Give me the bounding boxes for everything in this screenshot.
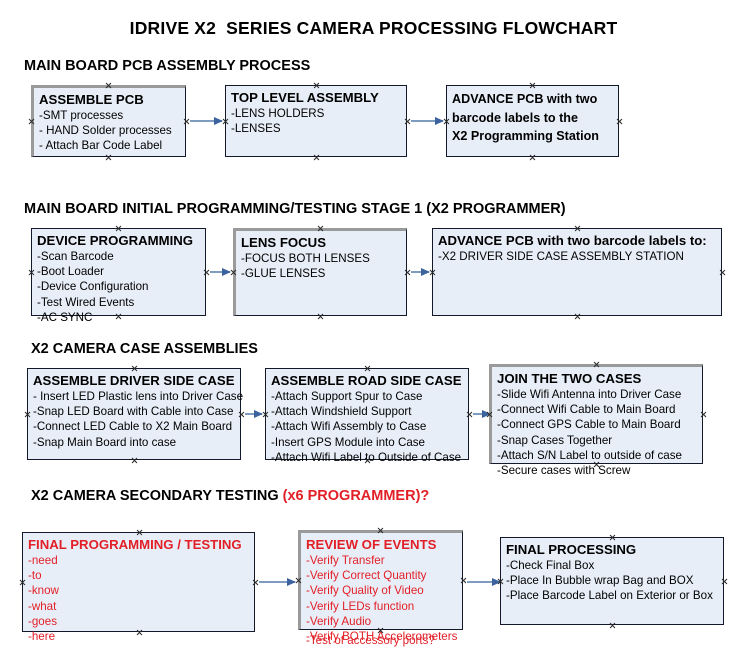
node-title: ADVANCE PCB with two barcode labels to: [438,233,707,248]
node-item: -Attach Support Spur to Case [271,390,423,403]
arrow-connector [259,577,296,586]
node-item: -Insert GPS Module into Case [271,435,426,449]
node-item: -Scan Barcode [37,250,114,263]
node-item: -Secure cases with Screw [497,464,631,478]
section-heading-x2-camera-case-assemblies: X2 CAMERA CASE ASSEMBLIES [31,341,258,357]
node-final-processing[interactable]: FINAL PROCESSING -Check Final Box -Place… [500,537,724,625]
arrow-connector [411,267,430,276]
node-item: -know [28,584,59,598]
node-title: FINAL PROGRAMMING / TESTING [28,537,242,552]
arrow-connector [245,409,263,418]
arrow-connector [467,577,501,586]
node-item: - Attach Bar Code Label [39,139,163,153]
node-overflow-item: -Test of accessory ports? [306,634,435,647]
node-title: REVIEW OF EVENTS [306,537,437,552]
node-title: ADVANCE PCB with two [452,92,598,106]
node-title: TOP LEVEL ASSEMBLY [231,90,379,105]
node-title: ASSEMBLE PCB [39,92,144,107]
node-item: -Device Configuration [37,280,149,294]
node-item: -Verify BOTH Accelerometers [306,630,458,644]
node-item: - Insert LED Plastic lens into Driver Ca… [33,390,244,403]
node-item: -Verify Audio [306,614,372,628]
node-item: -goes [28,614,58,628]
node-item: -LENSES [231,122,281,136]
node-title: ASSEMBLE ROAD SIDE CASE [271,373,462,388]
node-item: -Verify Correct Quantity [306,569,427,583]
node-item: -Verify LEDs function [306,599,415,613]
node-item: -to [28,569,42,583]
node-item: -Attach S/N Label to outside of case [497,448,682,462]
node-item: -Verify Quality of Video [306,584,424,598]
node-advance-pcb-to-programming-station[interactable]: ADVANCE PCB with two barcode labels to t… [446,85,619,157]
node-item: -Attach Windshield Support [271,405,412,419]
arrow-connector [411,116,444,125]
node-item: -Place Barcode Label on Exterior or Box [506,589,713,603]
section-heading-x2-camera-secondary-testing: X2 CAMERA SECONDARY TESTING (x6 PROGRAMM… [31,488,429,504]
node-item: -Check Final Box [506,559,595,572]
node-final-programming-testing[interactable]: FINAL PROGRAMMING / TESTING -need -to -k… [22,532,255,643]
section-heading-text: MAIN BOARD INITIAL PROGRAMMING/TESTING S… [24,201,566,217]
arrow-connector [190,116,223,125]
node-item: -Attach Wifi Label to Outside of Case [271,450,462,464]
node-item: -need [28,554,58,567]
section-heading-main-board-initial-programming: MAIN BOARD INITIAL PROGRAMMING/TESTING S… [24,201,566,217]
node-assemble-road-side-case[interactable]: ASSEMBLE ROAD SIDE CASE -Attach Support … [265,368,469,464]
node-item: -Connect GPS Cable to Main Board [497,418,681,432]
node-item: -FOCUS BOTH LENSES [241,252,370,265]
section-heading-main-board-pcb-assembly: MAIN BOARD PCB ASSEMBLY PROCESS [24,58,310,74]
node-lens-focus[interactable]: LENS FOCUS -FOCUS BOTH LENSES -GLUE LENS… [233,228,407,316]
node-item: -GLUE LENSES [241,267,326,281]
node-item: -Connect LED Cable to X2 Main Board [33,420,233,434]
node-item: -X2 DRIVER SIDE CASE ASSEMBLY STATION [438,250,684,263]
node-assemble-driver-side-case[interactable]: ASSEMBLE DRIVER SIDE CASE - Insert LED P… [27,368,244,460]
node-item: -Connect Wifi Cable to Main Board [497,403,676,417]
node-item: -SMT processes [39,109,124,122]
node-item: X2 Programming Station [452,129,599,143]
node-item: - HAND Solder processes [39,124,172,138]
node-join-the-two-cases[interactable]: JOIN THE TWO CASES -Slide Wifi Antenna i… [489,364,703,477]
node-item: -Attach Wifi Assembly to Case [271,420,427,434]
node-item: -LENS HOLDERS [231,107,325,120]
node-item: -Verify Transfer [306,554,385,567]
node-title: ASSEMBLE DRIVER SIDE CASE [33,373,235,388]
node-item: -Boot Loader [37,265,105,279]
node-device-programming[interactable]: DEVICE PROGRAMMING -Scan Barcode -Boot L… [31,228,206,324]
section-heading-text: X2 CAMERA SECONDARY TESTING [31,488,283,504]
arrow-connector [473,409,491,418]
node-advance-pcb-to-driver-side-case[interactable]: ADVANCE PCB with two barcode labels to: … [432,228,722,316]
node-top-level-assembly[interactable]: TOP LEVEL ASSEMBLY -LENS HOLDERS -LENSES [225,85,407,157]
node-assemble-pcb[interactable]: ASSEMBLE PCB -SMT processes - HAND Solde… [31,85,186,157]
node-item: -Snap Cases Together [497,433,613,447]
node-item: -Test Wired Events [37,295,135,309]
node-item: -here [28,630,56,644]
section-heading-text: X2 CAMERA CASE ASSEMBLIES [31,341,258,357]
node-title: JOIN THE TWO CASES [497,371,642,386]
section-heading-accent: (x6 PROGRAMMER)? [282,488,430,504]
node-review-of-events[interactable]: REVIEW OF EVENTS -Verify Transfer -Verif… [298,530,463,647]
node-item: barcode labels to the [452,110,578,125]
node-item: -Snap LED Board with Cable into Case [33,405,234,419]
node-title: DEVICE PROGRAMMING [37,233,194,248]
arrow-connector [210,267,231,276]
node-item: -Place In Bubble wrap Bag and BOX [506,574,694,588]
page-title: IDRIVE X2 SERIES CAMERA PROCESSING FLOWC… [129,18,618,38]
node-item: -Snap Main Board into case [33,435,177,449]
node-item: -Slide Wifi Antenna into Driver Case [497,388,682,401]
node-item: -what [28,599,57,613]
section-heading-text: MAIN BOARD PCB ASSEMBLY PROCESS [24,58,311,74]
node-item: -AC SYNC [37,310,93,324]
node-title: FINAL PROCESSING [506,542,637,557]
node-title: LENS FOCUS [241,235,326,250]
